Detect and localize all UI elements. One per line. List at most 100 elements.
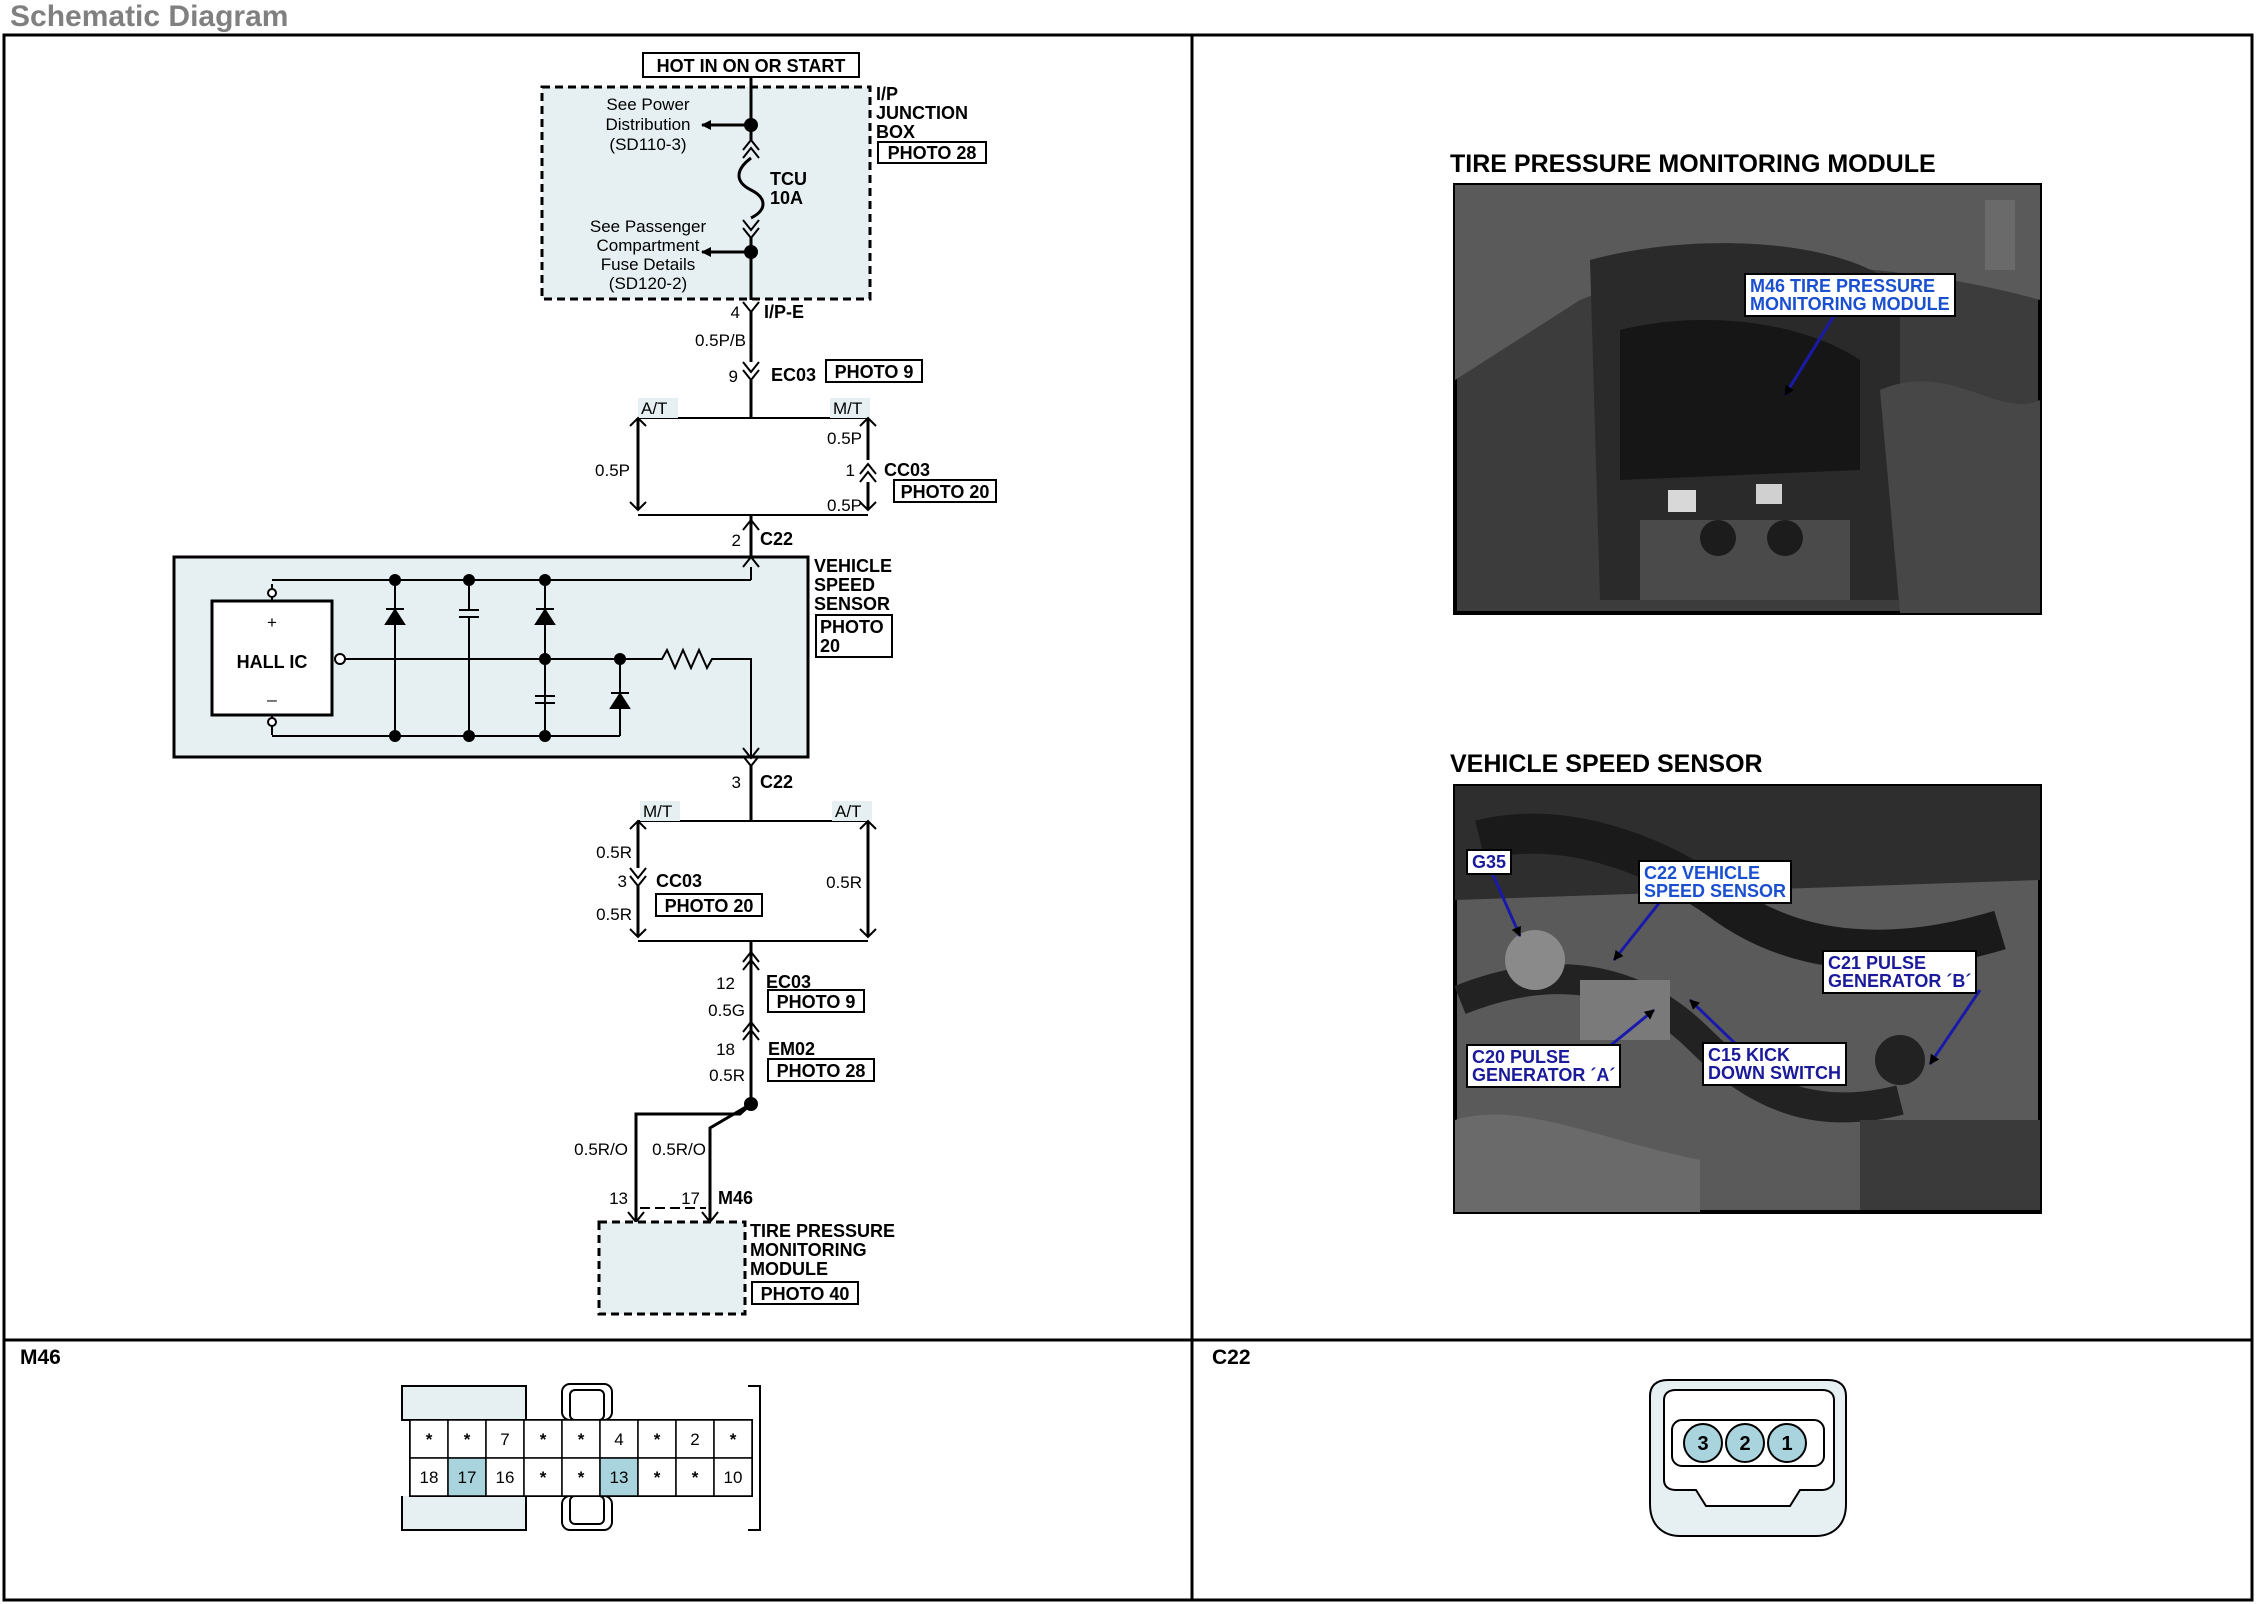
ipe-connector (742, 301, 760, 314)
ipe-name: I/P-E (764, 302, 804, 322)
power-label: HOT IN ON OR START (657, 56, 846, 76)
ec03-top-pin: 9 (729, 367, 738, 386)
m46-pin-cell (447, 1457, 487, 1497)
vss-label-2: SPEED (814, 575, 875, 595)
wire-mt-top-label-2: 0.5P (827, 496, 862, 515)
m46-pin-label: * (540, 1430, 547, 1449)
fuse-name: TCU (770, 169, 807, 189)
m46-pin-label: 18 (420, 1468, 439, 1487)
vss-label-3: SENSOR (814, 594, 890, 614)
ec03-top-photo-box (825, 359, 923, 383)
cc03-top-photo-box (893, 479, 997, 503)
tpms-callout-2: MONITORING MODULE (1750, 294, 1950, 314)
split-top-right-bottom-hook (859, 501, 877, 512)
junction-box-photo-ref (877, 141, 987, 164)
c22-pin (1725, 1423, 1765, 1463)
c22-callout-1: C22 VEHICLE (1644, 863, 1761, 883)
see-passenger-4: (SD120-2) (609, 274, 687, 293)
at-tag-bot-bg (832, 801, 872, 821)
mt-tag-bot-bg (640, 801, 680, 821)
m46-pin-label: * (654, 1468, 661, 1487)
em02-connector (742, 1020, 760, 1041)
see-passenger-2: Compartment (597, 236, 700, 255)
ec03-bot-pin: 12 (716, 974, 735, 993)
m46-pin-label: * (578, 1468, 585, 1487)
cc03-bot-photo-box (655, 893, 763, 917)
c21-callout-2: GENERATOR ´B´ (1828, 971, 1972, 991)
m46-pin-cell (409, 1457, 449, 1497)
mt-tag-top-bg (830, 398, 870, 418)
tpms-label-3: MODULE (750, 1259, 828, 1279)
wire-ro-right (708, 1102, 752, 1220)
m46-pin-label: * (540, 1468, 547, 1487)
cc03-top-connector (859, 462, 877, 483)
g35-label: G35 (1472, 852, 1507, 872)
wire-g-label: 0.5G (708, 1001, 745, 1020)
m46-pin-label: * (578, 1430, 585, 1449)
m46-pin-cell (637, 1419, 677, 1459)
c15-callout-2: DOWN SWITCH (1708, 1063, 1841, 1083)
c20-callout-2: GENERATOR ´A´ (1472, 1065, 1616, 1085)
m46-pin-cell (561, 1419, 601, 1459)
wire-at-bot-label: 0.5R (826, 873, 862, 892)
outer-frame (2, 33, 2254, 1602)
c22-bot-name: C22 (760, 772, 793, 792)
tpms-callout-1: M46 TIRE PRESSURE (1750, 276, 1936, 296)
m46-pin-label: 10 (724, 1468, 743, 1487)
m46-pin-label: * (692, 1468, 699, 1487)
junction-box-photo-label: PHOTO 28 (888, 143, 977, 163)
m46-pin-cell (675, 1419, 715, 1459)
cc03-bot-photo: PHOTO 20 (665, 896, 754, 916)
m46-pin-label: * (464, 1430, 471, 1449)
m46-pin-cell (713, 1457, 753, 1497)
c22-top-name: C22 (760, 529, 793, 549)
vss-top-terminal (742, 555, 760, 568)
photo-tpms (1453, 183, 2042, 615)
wire-at-top-label: 0.5P (595, 461, 630, 480)
junction-box-label-3: BOX (876, 122, 915, 142)
m46-pin-label: 17 (458, 1468, 477, 1487)
cc03-bot-pin: 3 (618, 872, 627, 891)
m46-pin-label: 4 (614, 1430, 623, 1449)
c22-top-connector (742, 518, 760, 531)
at-tag-top: A/T (641, 399, 667, 418)
tpms-photo: PHOTO 40 (761, 1284, 850, 1304)
cc03-bot-name: CC03 (656, 871, 702, 891)
m46-pin-cell (485, 1419, 525, 1459)
m46-pin-label: * (730, 1430, 737, 1449)
vss-photo-2: 20 (820, 636, 840, 656)
tpms-label-2: MONITORING (750, 1240, 867, 1260)
c21-callout: C21 PULSE GENERATOR ´B´ (1822, 950, 1978, 994)
c15-callout-1: C15 KICK (1708, 1045, 1791, 1065)
mt-tag-top: M/T (833, 399, 862, 418)
fuse-rating: 10A (770, 188, 803, 208)
page-title: Schematic Diagram (10, 0, 289, 33)
junction-box-label-2: JUNCTION (876, 103, 968, 123)
fuse-terminal-top (742, 138, 760, 159)
m46-pin-label: * (654, 1430, 661, 1449)
m46-pin-cell (523, 1457, 563, 1497)
em02-pin: 18 (716, 1040, 735, 1059)
m46-pin-label: 2 (690, 1430, 699, 1449)
c15-callout: C15 KICK DOWN SWITCH (1702, 1042, 1847, 1086)
tpms-box (597, 1220, 747, 1316)
at-tag-top-bg (638, 398, 678, 418)
junction-box-label-1: I/P (876, 84, 898, 104)
m46-name: M46 (718, 1188, 753, 1208)
schematic: HOT IN ON OR START I/P JUNCTION BOX PHOT… (172, 52, 997, 1316)
vss-photo-1: PHOTO (820, 617, 884, 637)
m46-pin-b: 17 (681, 1189, 700, 1208)
c22-pin-label: 2 (1739, 1433, 1750, 1455)
c22-pin (1683, 1423, 1723, 1463)
junction-box (540, 85, 872, 301)
m46-pin-label: 16 (496, 1468, 515, 1487)
split-bot-right-bottom-hook (859, 928, 877, 939)
c22-pin (1767, 1423, 1807, 1463)
see-power-3: (SD110-3) (609, 135, 686, 154)
c22-bot-pin: 3 (732, 773, 741, 792)
see-power-1: See Power (606, 95, 689, 114)
mt-tag-bot: M/T (643, 802, 672, 821)
hall-ic-label: HALL IC (237, 652, 308, 672)
m46-pin-cell (637, 1457, 677, 1497)
